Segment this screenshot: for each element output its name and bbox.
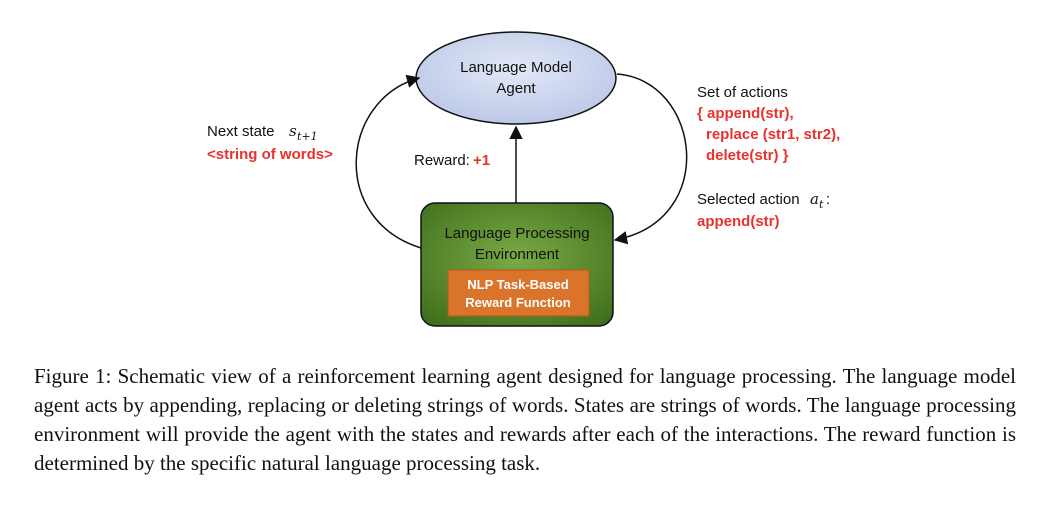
next-state-label: Next state s t+1 <string of words> [207,122,333,163]
selected-action-value: append(str) [697,213,780,230]
reward-function-label-line2: Reward Function [465,295,571,310]
reward-label: Reward: +1 [414,152,490,169]
selected-action-text: Selected action [697,191,800,208]
action-set-line1: { append(str), [697,105,794,122]
rl-schematic-diagram: Language Model Agent Language Processing… [207,31,840,327]
action-set-title: Set of actions [697,84,788,101]
reward-function-box [447,269,590,317]
action-set-line3: delete(str) } [706,147,789,164]
action-set-label: Set of actions { append(str), replace (s… [697,84,840,164]
agent-label-line1: Language Model [460,59,572,76]
next-state-symbol: s [289,122,297,140]
agent-label-line2: Agent [496,80,536,97]
action-set-line2: replace (str1, str2), [706,126,840,143]
selected-action-symbol: a [810,190,819,208]
reward-value: +1 [473,152,490,169]
reward-text: Reward: [414,152,470,169]
next-state-arrow [355,74,422,249]
environment-label-line2: Environment [475,246,560,263]
figure-caption: Figure 1: Schematic view of a reinforcem… [34,364,1016,475]
selected-action-label: Selected action a t : append(str) [697,190,830,230]
next-state-subscript: t+1 [297,130,318,143]
reward-function-label-line1: NLP Task-Based [467,277,568,292]
selected-action-suffix: : [826,191,830,208]
environment-node: Language Processing Environment NLP Task… [420,202,614,327]
environment-label-line1: Language Processing [444,225,589,242]
agent-node: Language Model Agent [415,31,617,125]
selected-action-subscript: t [819,198,824,211]
agent-ellipse [415,31,617,125]
next-state-value: <string of words> [207,146,333,163]
action-arrow [613,73,688,245]
next-state-text: Next state [207,123,275,140]
